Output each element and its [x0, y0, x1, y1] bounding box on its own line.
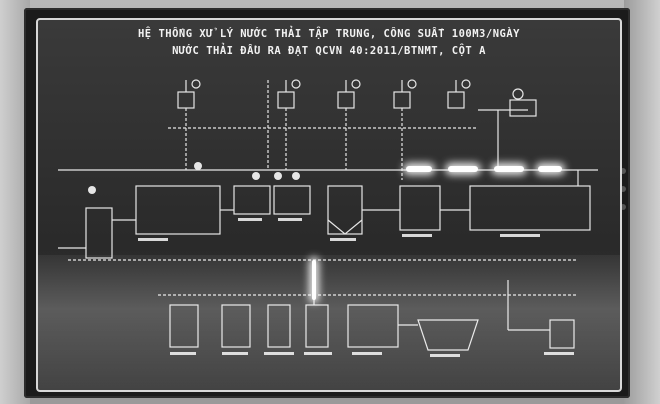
filter-column-2 — [305, 304, 329, 348]
frame-knob — [620, 168, 626, 174]
meter-icon — [194, 162, 202, 170]
flow-light — [494, 166, 524, 172]
dosing-unit-5 — [447, 79, 471, 109]
tank-anoxic — [399, 185, 441, 231]
pump-icon — [88, 186, 96, 194]
tank-equalization — [135, 185, 221, 235]
dosing-unit-2 — [277, 79, 301, 109]
frame-knob — [620, 204, 626, 210]
dosing-unit-3 — [337, 79, 361, 109]
process-flow-diagram — [58, 79, 598, 357]
tank-sludge-thickener — [417, 319, 479, 351]
dosing-unit-4 — [393, 79, 417, 109]
tank-reaction-1 — [233, 185, 271, 215]
meter-icon — [274, 172, 282, 180]
tank-screen — [85, 207, 113, 259]
tank-reaction-2 — [273, 185, 311, 215]
meter-icon — [252, 172, 260, 180]
panel-title-line2: NƯỚC THẢI ĐẦU RA ĐẠT QCVN 40:2011/BTNMT,… — [172, 45, 486, 57]
tank-sludge-2 — [221, 304, 251, 348]
flow-light — [312, 260, 316, 300]
filter-column-1 — [267, 304, 291, 348]
tank-settling — [327, 185, 363, 235]
frame-knob — [620, 186, 626, 192]
wall-right — [624, 0, 660, 404]
tank-sludge-storage — [549, 319, 575, 349]
flow-light — [538, 166, 562, 172]
tank-disinfection — [347, 304, 399, 348]
blower-unit — [509, 88, 537, 117]
flow-light — [406, 166, 432, 172]
panel-title-line1: HỆ THỐNG XỬ LÝ NƯỚC THẢI TẬP TRUNG, CÔNG… — [137, 28, 520, 40]
dosing-unit-1 — [177, 79, 201, 109]
tank-sludge-1 — [169, 304, 199, 348]
meter-icon — [292, 172, 300, 180]
flow-light — [448, 166, 478, 172]
process-diagram-panel: HỆ THỐNG XỬ LÝ NƯỚC THẢI TẬP TRUNG, CÔNG… — [36, 18, 622, 392]
tank-aerotank — [469, 185, 591, 231]
